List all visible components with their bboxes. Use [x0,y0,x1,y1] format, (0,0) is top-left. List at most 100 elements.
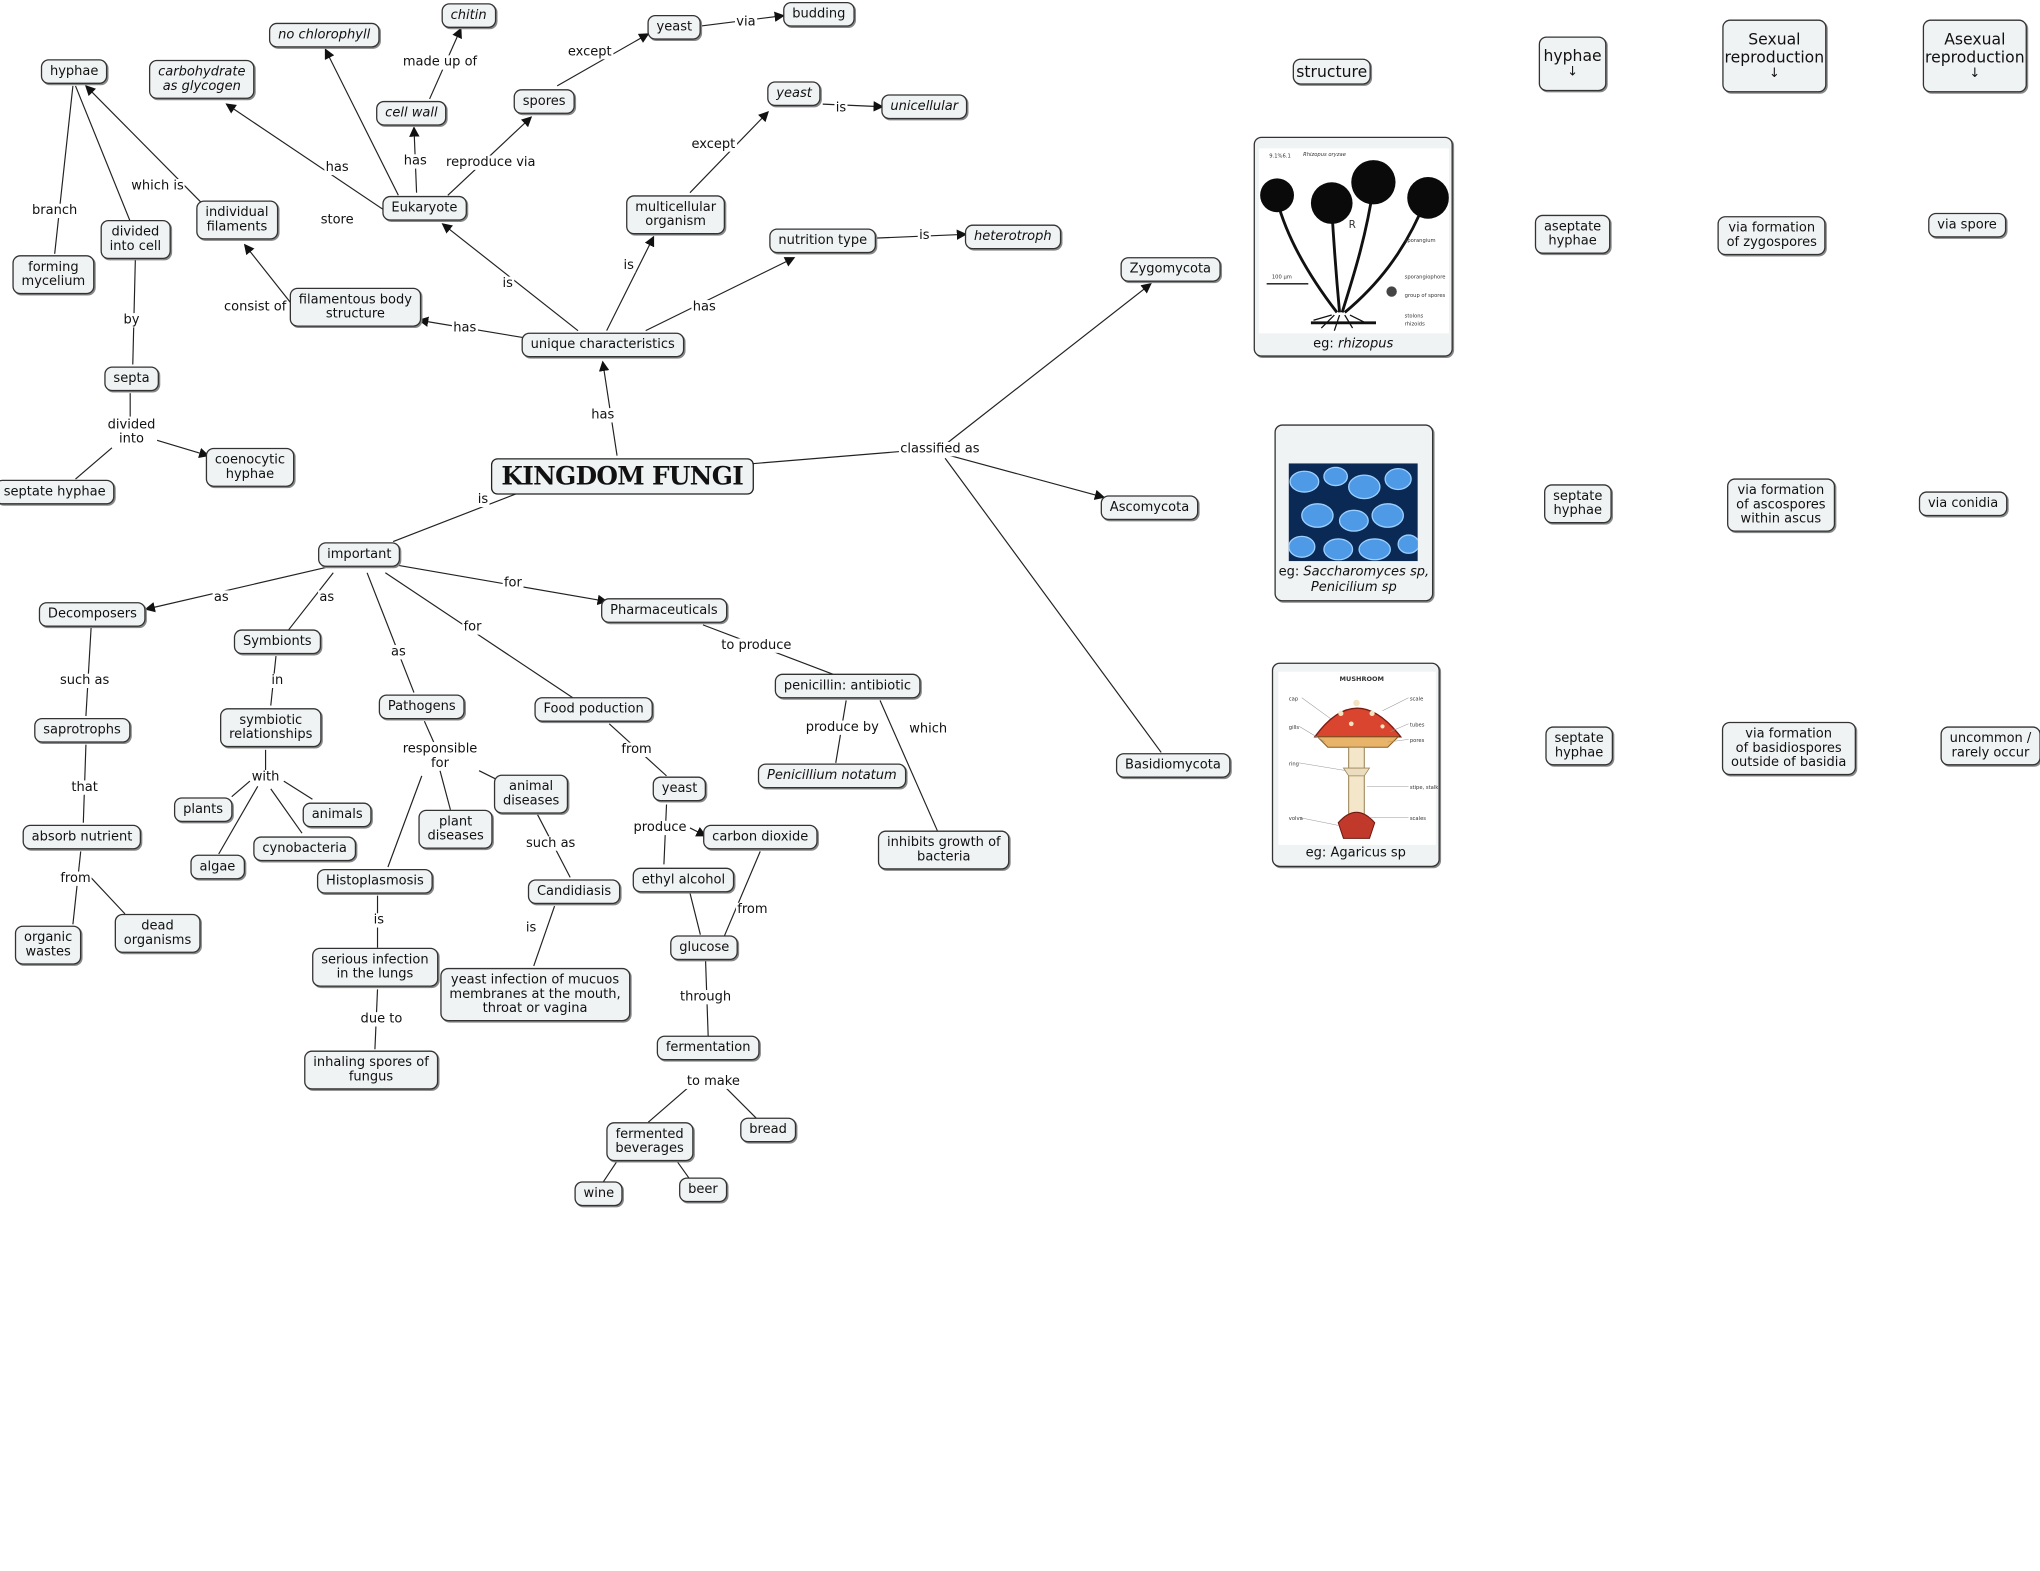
node-notatum[interactable]: Penicillium notatum [757,763,906,789]
node-septate[interactable]: septate hyphae [0,479,115,505]
node-hyphae[interactable]: hyphae [40,59,108,84]
link-label-due-to: due to [359,1012,404,1027]
cell-asco-sexual[interactable]: via formation of ascospores within ascus [1727,478,1835,532]
node-glucose[interactable]: glucose [670,935,739,961]
image-card-yeast[interactable]: eg: Saccharomyces sp,Penicilium sp [1274,424,1434,602]
node-fermentation[interactable]: fermentation [656,1035,760,1061]
cell-asco-asexual[interactable]: via conidia [1918,491,2008,517]
cell-asco-hyphae[interactable]: septate hyphae [1544,484,1612,524]
node-unicellular[interactable]: unicellular [881,94,968,120]
link-label-by: by [122,313,141,328]
link-label-except-multi: except [690,137,737,152]
node-decomposers[interactable]: Decomposers [38,602,147,627]
node-cyno[interactable]: cynobacteria [253,836,357,862]
link-label-via-budding: via [734,14,757,30]
caption-prefix: eg: [1313,337,1338,352]
node-eukaryote[interactable]: Eukaryote [382,195,467,221]
node-inhibits[interactable]: inhibits growth of bacteria [877,830,1010,870]
node-algae[interactable]: algae [190,854,245,880]
node-important[interactable]: important [318,542,401,567]
node-nochloro[interactable]: no chlorophyll [268,22,380,48]
rhizopus-r-label: R [1348,218,1356,231]
link-label-from-food: from [620,742,654,757]
link-label-reproduce-via: reproduce via [444,155,537,170]
node-asco[interactable]: Ascomycota [1100,495,1199,521]
node-organic[interactable]: organic wastes [14,925,82,965]
column-header-hyphae[interactable]: hyphae↓ [1538,36,1607,92]
node-candida[interactable]: Candidiasis [527,879,621,905]
node-penicillin[interactable]: penicillin: antibiotic [774,673,921,699]
node-carb[interactable]: carbohydrate as glycogen [148,59,255,99]
node-yeastinf[interactable]: yeast infection of mucuos membranes at t… [440,967,630,1022]
node-co2[interactable]: carbon dioxide [703,824,818,850]
mushroom-left-label: cap [1288,695,1299,702]
link-label-in: in [270,673,285,689]
node-spores[interactable]: spores [513,89,575,114]
cell-basidio-asexual[interactable]: uncommon / rarely occur [1940,726,2040,766]
node-unique[interactable]: unique characteristics [521,332,684,358]
node-heterotroph[interactable]: heterotroph [964,224,1061,250]
link-label-as-decomp: as [212,590,230,605]
node-basidio[interactable]: Basidiomycota [1115,753,1230,778]
node-animals[interactable]: animals [302,802,372,828]
node-yeast2[interactable]: yeast [767,81,822,107]
link-label-from-absorb: from [59,871,92,886]
column-header-sexual[interactable]: Sexual reproduction↓ [1722,19,1827,93]
node-zygo[interactable]: Zygomycota [1120,257,1221,282]
node-lungs[interactable]: serious infection in the lungs [312,947,438,987]
node-pathogens[interactable]: Pathogens [378,694,465,720]
node-food[interactable]: Food poduction [534,697,653,722]
down-arrow-icon: ↓ [1567,65,1579,80]
link-label-such-as-animal: such as [524,836,577,851]
node-wine[interactable]: wine [574,1181,624,1207]
link-label-which: which [907,721,949,737]
node-fermbev[interactable]: fermented beverages [606,1122,693,1162]
cell-basidio-sexual[interactable]: via formation of basidiospores outside o… [1721,721,1856,776]
column-header-structure[interactable]: structure [1292,58,1371,85]
link-label-to-make: to make [685,1074,742,1089]
mushroom-title: MUSHROOM [1339,675,1385,684]
node-septa[interactable]: septa [104,366,159,392]
node-cellwall[interactable]: cell wall [376,100,447,126]
node-inhaling[interactable]: inhaling spores of fungus [304,1050,438,1090]
node-bread[interactable]: bread [740,1117,796,1143]
node-dividedcell[interactable]: divided into cell [100,220,171,260]
node-ethyl[interactable]: ethyl alcohol [632,867,735,893]
node-nutrition[interactable]: nutrition type [769,228,877,254]
node-beer[interactable]: beer [679,1177,727,1203]
link-label-is-unicell: is [834,100,848,116]
mushroom-caption: eg: Agaricus sp [1305,846,1406,861]
cell-zygo-hyphae[interactable]: aseptate hyphae [1534,214,1611,254]
node-yeast1[interactable]: yeast [647,14,702,40]
rhizopus-label: sporangium [1404,236,1436,244]
node-filaments[interactable]: individual filaments [196,200,278,240]
cell-basidio-hyphae[interactable]: septate hyphae [1545,726,1613,766]
node-symrel[interactable]: symbiotic relationships [220,708,322,748]
column-header-structure-label: structure [1296,62,1368,81]
column-header-asexual[interactable]: Asexual reproduction↓ [1922,19,2027,93]
mushroom-right-label: stipe, stalk [1409,783,1439,791]
cell-zygo-sexual[interactable]: via formation of zygospores [1717,216,1827,256]
node-saprotrophs[interactable]: saprotrophs [34,717,130,743]
node-coenocytic[interactable]: coenocytic hyphae [205,447,295,487]
cell-zygo-asexual[interactable]: via spore [1928,212,2006,238]
node-absorb[interactable]: absorb nutrient [22,824,142,850]
node-yeast3[interactable]: yeast [652,776,707,802]
node-symbionts[interactable]: Symbionts [233,629,321,655]
node-filbody[interactable]: filamentous body structure [289,287,422,327]
node-plants[interactable]: plants [173,797,233,823]
node-chitin[interactable]: chitin [441,3,496,28]
rhizopus-label: sporangiophore [1404,273,1446,280]
node-mycelium[interactable]: forming mycelium [12,255,95,295]
node-histo[interactable]: Histoplasmosis [316,868,433,894]
node-animaldis[interactable]: animal diseases [493,774,569,814]
node-plantdis[interactable]: plant diseases [418,809,493,849]
node-pharma[interactable]: Pharmaceuticals [601,598,727,623]
column-header-sexual-label: Sexual reproduction [1724,29,1825,67]
node-multicell[interactable]: multicellular organism [626,195,726,235]
node-budding[interactable]: budding [783,1,855,27]
node-dead[interactable]: dead organisms [114,913,201,953]
root-node-kingdom-fungi[interactable]: KINGDOM FUNGI [490,458,754,495]
